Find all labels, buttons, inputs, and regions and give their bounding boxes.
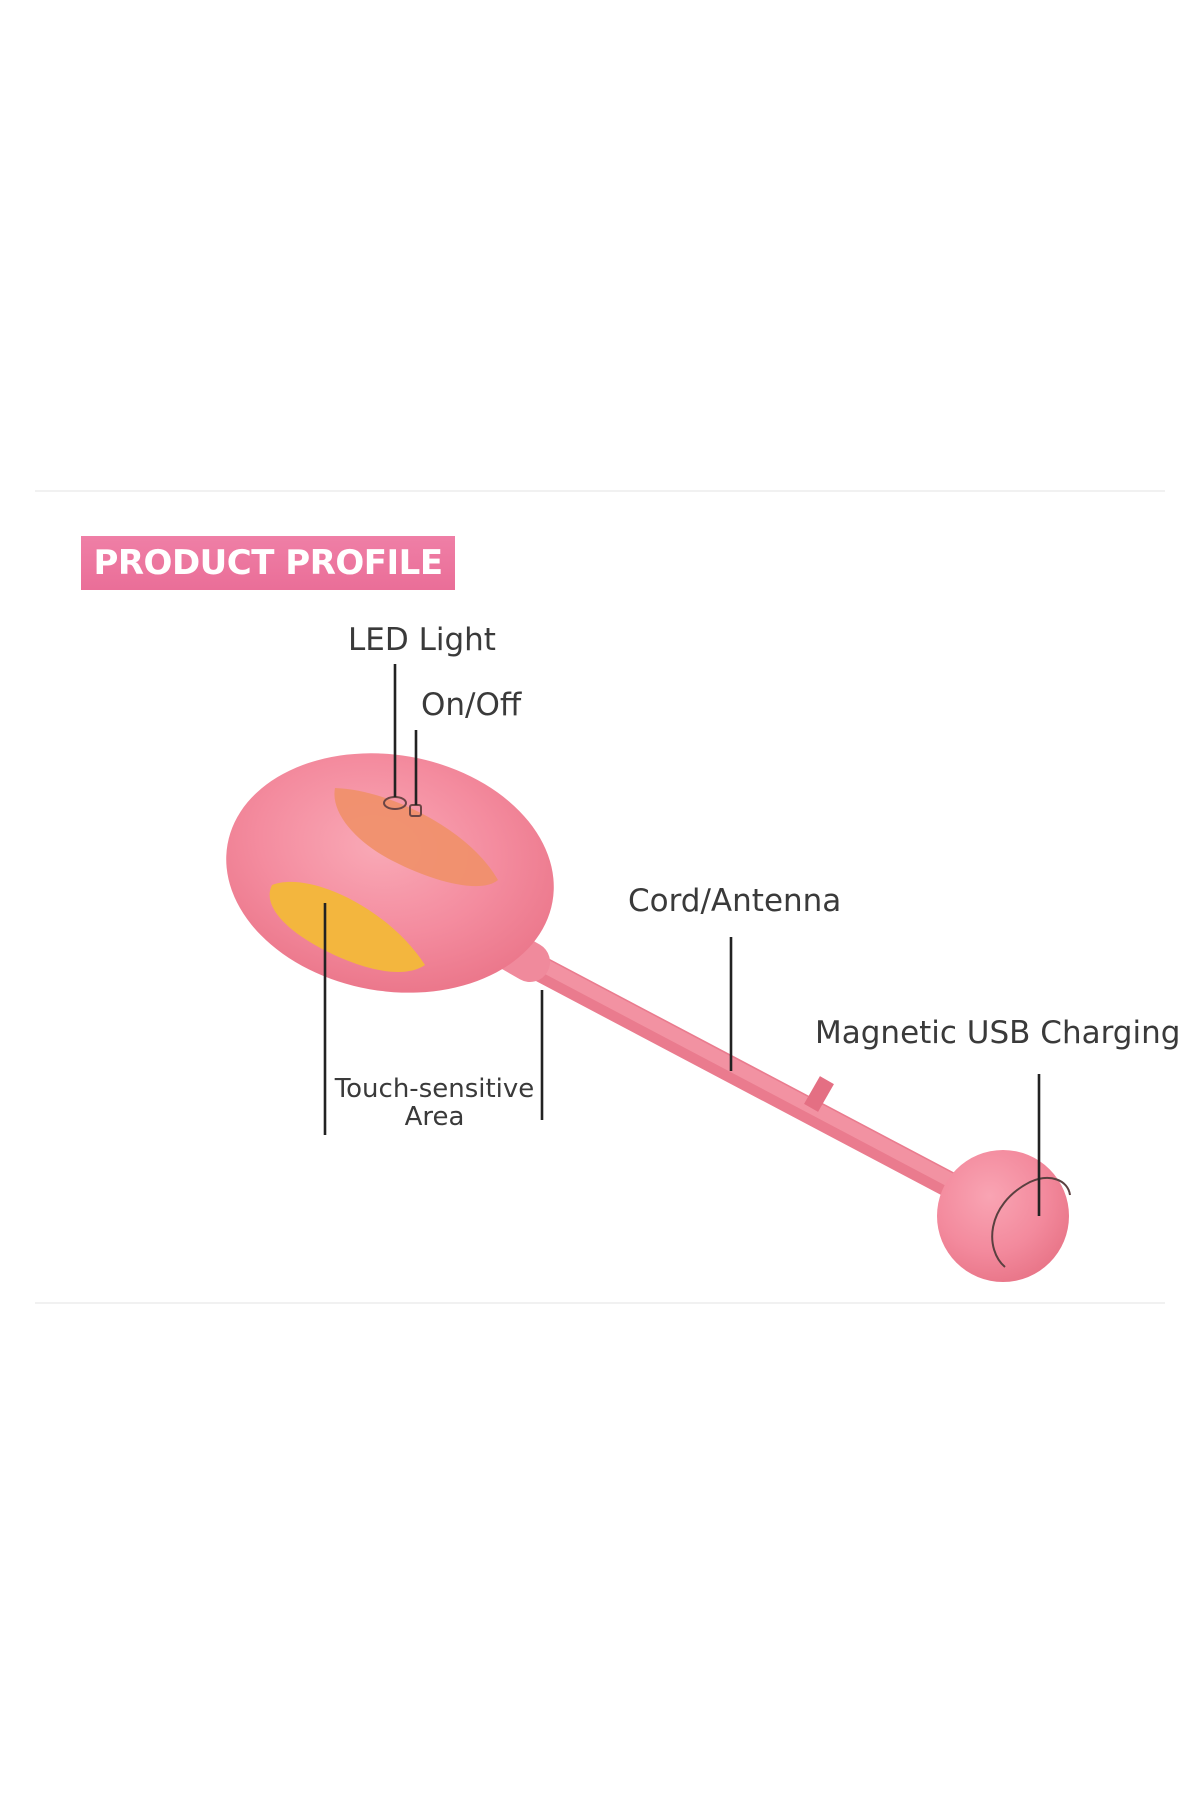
label-on-off: On/Off	[421, 687, 522, 723]
label-cord-antenna: Cord/Antenna	[628, 883, 842, 919]
touch-area-yellow	[269, 881, 425, 972]
top-divider	[35, 490, 1165, 492]
cord-antenna	[468, 918, 963, 1198]
label-magnetic-usb-charging: Magnetic USB Charging	[815, 1015, 1181, 1051]
label-touch-line1: Touch-sensitive	[334, 1074, 535, 1104]
leader-lines	[323, 664, 1041, 1216]
label-touch-line2: Area	[404, 1102, 465, 1133]
title-badge: PRODUCT PROFILE	[81, 536, 455, 590]
page-title: PRODUCT PROFILE	[93, 543, 443, 583]
bottom-divider	[35, 1302, 1165, 1304]
touch-area-orange	[334, 788, 498, 887]
label-led-light: LED Light	[348, 622, 496, 658]
label-touch-sensitive-area: Touch-sensitive Area	[332, 1075, 537, 1131]
egg-body	[226, 753, 554, 993]
charging-ball	[937, 1150, 1071, 1282]
